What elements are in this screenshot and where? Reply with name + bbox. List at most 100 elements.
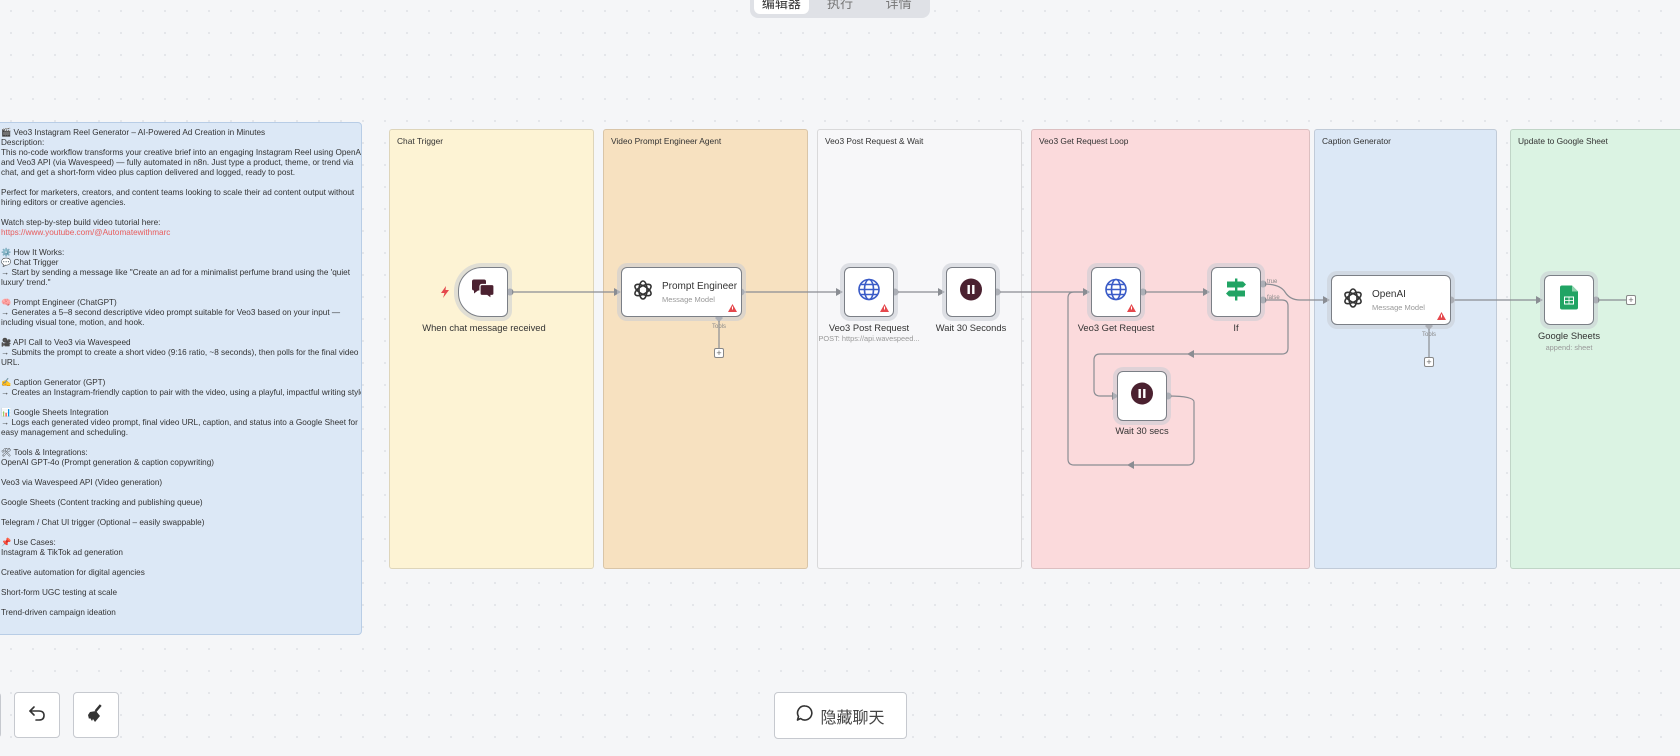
node-title: Prompt Engineer xyxy=(662,280,738,292)
sticky-chat-trigger[interactable]: Chat Trigger xyxy=(389,129,594,569)
sticky-title: Video Prompt Engineer Agent xyxy=(611,136,722,146)
note-line xyxy=(1,468,353,478)
sticky-prompt-engineer-agent[interactable]: Video Prompt Engineer Agent xyxy=(603,129,808,569)
tutorial-link[interactable]: https://www.youtube.com/@Automatewithmar… xyxy=(1,228,171,237)
note-line: → Logs each generated video prompt, fina… xyxy=(1,418,358,427)
node-if[interactable] xyxy=(1211,267,1261,317)
note-line: 📌 Use Cases: xyxy=(1,538,56,547)
google-sheets-icon xyxy=(1560,285,1578,315)
note-line: easy management and scheduling. xyxy=(1,428,128,437)
note-line: Google Sheets (Content tracking and publ… xyxy=(1,498,203,507)
node-veo3-post-request[interactable] xyxy=(844,267,894,317)
note-line: ✍️ Caption Generator (GPT) xyxy=(1,378,106,387)
note-line: Veo3 via Wavespeed API (Video generation… xyxy=(1,478,163,487)
tab-editor[interactable]: 编辑器 xyxy=(754,0,809,14)
globe-icon xyxy=(857,278,881,307)
pause-icon xyxy=(960,278,982,306)
tools-port-label: Tools xyxy=(1422,332,1437,338)
node-label: Veo3 Post Request xyxy=(828,322,910,333)
node-veo3-get-request[interactable] xyxy=(1091,267,1141,317)
note-line: Trend-driven campaign ideation xyxy=(1,608,116,617)
note-line: Watch step-by-step build video tutorial … xyxy=(1,218,161,227)
node-label: Veo3 Get Request xyxy=(1077,322,1155,333)
undo-icon xyxy=(28,704,46,727)
warning-icon[interactable] xyxy=(728,304,737,312)
note-line: Perfect for marketers, creators, and con… xyxy=(1,188,355,197)
note-line xyxy=(1,208,353,218)
note-line xyxy=(1,368,353,378)
sticky-google-sheet[interactable]: Update to Google Sheet xyxy=(1510,129,1680,569)
node-subtitle: append: sheet xyxy=(1545,343,1593,352)
tab-details[interactable]: 详情 xyxy=(885,0,912,11)
chat-bubbles-icon xyxy=(470,279,496,306)
note-line: 💬 Chat Trigger xyxy=(1,258,59,267)
note-line: ⚙️ How It Works: xyxy=(1,248,65,257)
true-branch-label: true xyxy=(1267,279,1278,285)
node-wait-30-secs[interactable] xyxy=(1117,371,1167,421)
node-subtitle: Message Model xyxy=(662,294,715,304)
sticky-post-request-wait[interactable]: Veo3 Post Request & Wait xyxy=(817,129,1022,569)
node-wait-30-seconds[interactable] xyxy=(946,267,996,317)
sticky-caption-generator[interactable]: Caption Generator xyxy=(1314,129,1497,569)
node-label: If xyxy=(1233,322,1239,333)
chat-bubble-icon xyxy=(796,704,814,727)
note-line xyxy=(1,398,353,408)
note-line xyxy=(1,288,353,298)
note-line xyxy=(1,508,353,518)
openai-icon xyxy=(1342,287,1364,314)
false-branch-label: false xyxy=(1267,295,1280,301)
view-tabs: 编辑器 执行 详情 xyxy=(750,0,930,18)
note-line: OpenAI GPT-4o (Prompt generation & capti… xyxy=(1,458,214,467)
node-label: Google Sheets xyxy=(1537,330,1601,341)
globe-icon xyxy=(1104,278,1128,307)
note-line: 🛠 Tools & Integrations: xyxy=(1,448,88,457)
note-line xyxy=(1,488,353,498)
openai-icon xyxy=(632,279,654,306)
node-label: Wait 30 Seconds xyxy=(935,322,1007,333)
undo-button[interactable] xyxy=(14,692,60,738)
clear-execution-button[interactable] xyxy=(73,692,119,738)
note-line: Creative automation for digital agencies xyxy=(1,568,145,577)
warning-icon[interactable] xyxy=(1437,312,1446,320)
node-prompt-engineer[interactable]: Prompt Engineer Message Model xyxy=(621,267,742,317)
trigger-bolt-icon xyxy=(441,286,449,298)
note-line: Instagram & TikTok ad generation xyxy=(1,548,123,557)
node-openai[interactable]: OpenAI Message Model xyxy=(1331,275,1451,325)
node-subtitle: Message Model xyxy=(1372,302,1425,312)
note-line: Telegram / Chat UI trigger (Optional – e… xyxy=(1,518,205,527)
tools-port-label: Tools xyxy=(712,324,727,330)
note-line: This no-code workflow transforms your cr… xyxy=(1,148,362,157)
note-line: Short-form UGC testing at scale xyxy=(1,588,118,597)
signpost-icon xyxy=(1224,278,1248,307)
sticky-title: Veo3 Get Request Loop xyxy=(1039,136,1129,146)
note-line: 🧠 Prompt Engineer (ChatGPT) xyxy=(1,298,117,307)
note-line: hiring editors or creative agencies. xyxy=(1,198,126,207)
note-line xyxy=(1,528,353,538)
node-chat-trigger[interactable] xyxy=(458,267,508,317)
node-google-sheets[interactable] xyxy=(1544,275,1594,325)
note-line xyxy=(1,328,353,338)
note-line: chat, and get a short-form video plus ca… xyxy=(1,168,296,177)
note-line xyxy=(1,178,353,188)
sticky-get-request-loop[interactable]: Veo3 Get Request Loop xyxy=(1031,129,1310,569)
node-title: OpenAI xyxy=(1372,288,1406,300)
sticky-title: Chat Trigger xyxy=(397,136,444,146)
partial-toolbar-button[interactable] xyxy=(0,692,1,738)
note-line: URL. xyxy=(1,358,20,367)
sticky-title: Caption Generator xyxy=(1322,136,1391,146)
workflow-description-note[interactable]: 🎬 Veo3 Instagram Reel Generator – AI-Pow… xyxy=(0,122,362,635)
add-node-button[interactable]: + xyxy=(1626,295,1636,305)
note-line: → Creates an Instagram-friendly caption … xyxy=(1,388,362,397)
note-line xyxy=(1,558,353,568)
node-label: Wait 30 secs xyxy=(1115,425,1169,436)
note-line: 📊 Google Sheets Integration xyxy=(1,408,109,417)
warning-icon[interactable] xyxy=(880,304,889,312)
note-line xyxy=(1,238,353,248)
add-tool-button[interactable]: + xyxy=(714,348,724,358)
note-line xyxy=(1,438,353,448)
sticky-title: Update to Google Sheet xyxy=(1518,136,1608,146)
warning-icon[interactable] xyxy=(1127,304,1136,312)
tab-executions[interactable]: 执行 xyxy=(827,0,854,11)
add-tool-button[interactable]: + xyxy=(1424,357,1434,367)
hide-chat-button[interactable]: 隐藏聊天 xyxy=(774,692,907,739)
